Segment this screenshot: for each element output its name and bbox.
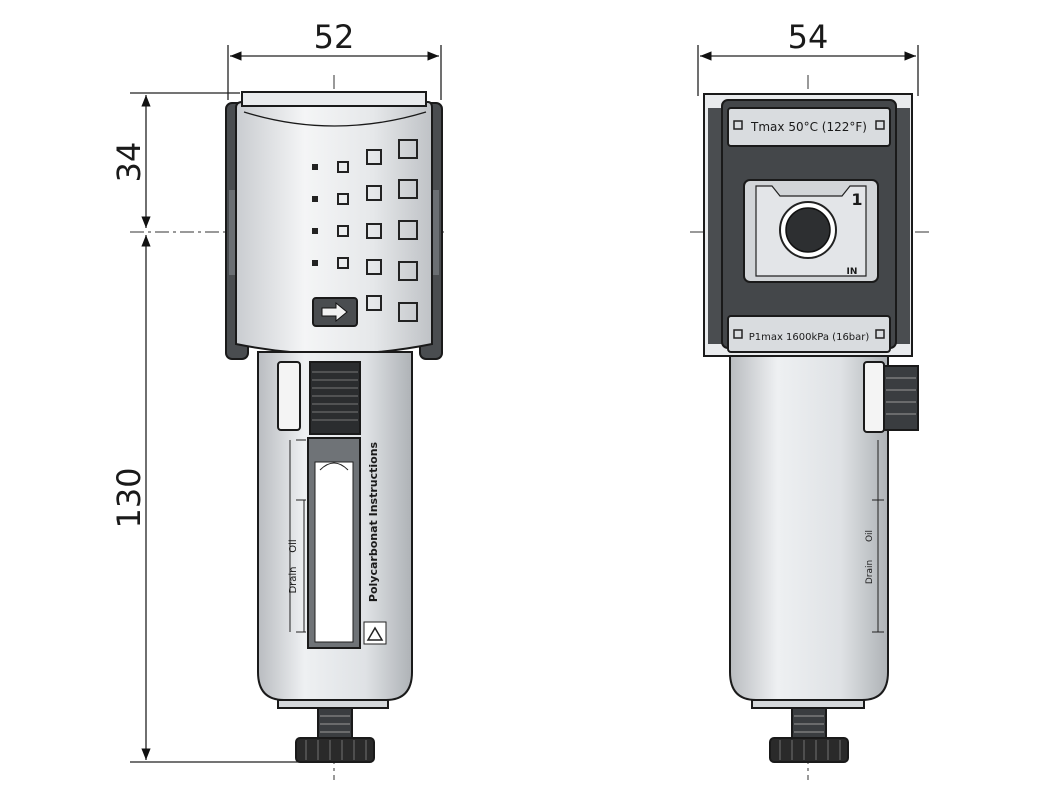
side-level-scale (872, 440, 884, 633)
front-view: 52 34 130 (110, 18, 448, 780)
arrow-right-icon (312, 297, 358, 327)
bowl-instructions-label: Polycarbonat Instructions (367, 441, 380, 602)
side-view: 54 Tmax 50°C (122°F) 1 IN P1max 1600kPa … (690, 18, 930, 780)
side-drain-knob (769, 737, 849, 763)
side-width-label: 54 (788, 18, 829, 56)
bowl-ribbed-grip (309, 361, 361, 435)
recycle-icon (363, 621, 387, 645)
left-rail-slot (229, 190, 237, 275)
side-left-rail (708, 108, 722, 344)
inlet-port-hole (785, 207, 831, 253)
bowl-latch (277, 361, 301, 431)
side-scale-drain: Drain (865, 560, 875, 584)
front-level-scale (289, 439, 306, 633)
drain-fitting (317, 707, 353, 739)
drain-knob (295, 737, 375, 763)
grip-ribs (312, 371, 358, 421)
temp-max-label: Tmax 50°C (122°F) (750, 120, 867, 134)
pressure-max-label: P1max 1600kPa (16bar) (749, 332, 870, 343)
side-drain-fitting (791, 707, 827, 739)
pressure-label-plate (727, 315, 891, 353)
side-latch-grip (883, 365, 919, 431)
front-head-top-cap (241, 91, 427, 107)
front-scale-oil: Oil (288, 539, 299, 552)
head-height-label: 34 (110, 142, 148, 183)
body-height-label: 130 (110, 467, 148, 528)
sight-glass-window (314, 461, 354, 643)
port-number-label: 1 (851, 190, 862, 209)
front-scale-drain: Drain (288, 566, 299, 593)
head-top-curve (243, 111, 427, 127)
side-bowl-base-ring (751, 699, 865, 709)
right-rail-slot (431, 190, 439, 275)
side-scale-oil: Oil (865, 530, 875, 542)
indicator-grid (312, 139, 418, 322)
temp-label-plate (727, 107, 891, 147)
side-bowl-latch (863, 361, 885, 433)
side-right-rail (896, 108, 910, 344)
bowl-base-ring (277, 699, 389, 709)
width-dimension-label: 52 (314, 18, 355, 56)
port-in-label: IN (847, 267, 858, 277)
